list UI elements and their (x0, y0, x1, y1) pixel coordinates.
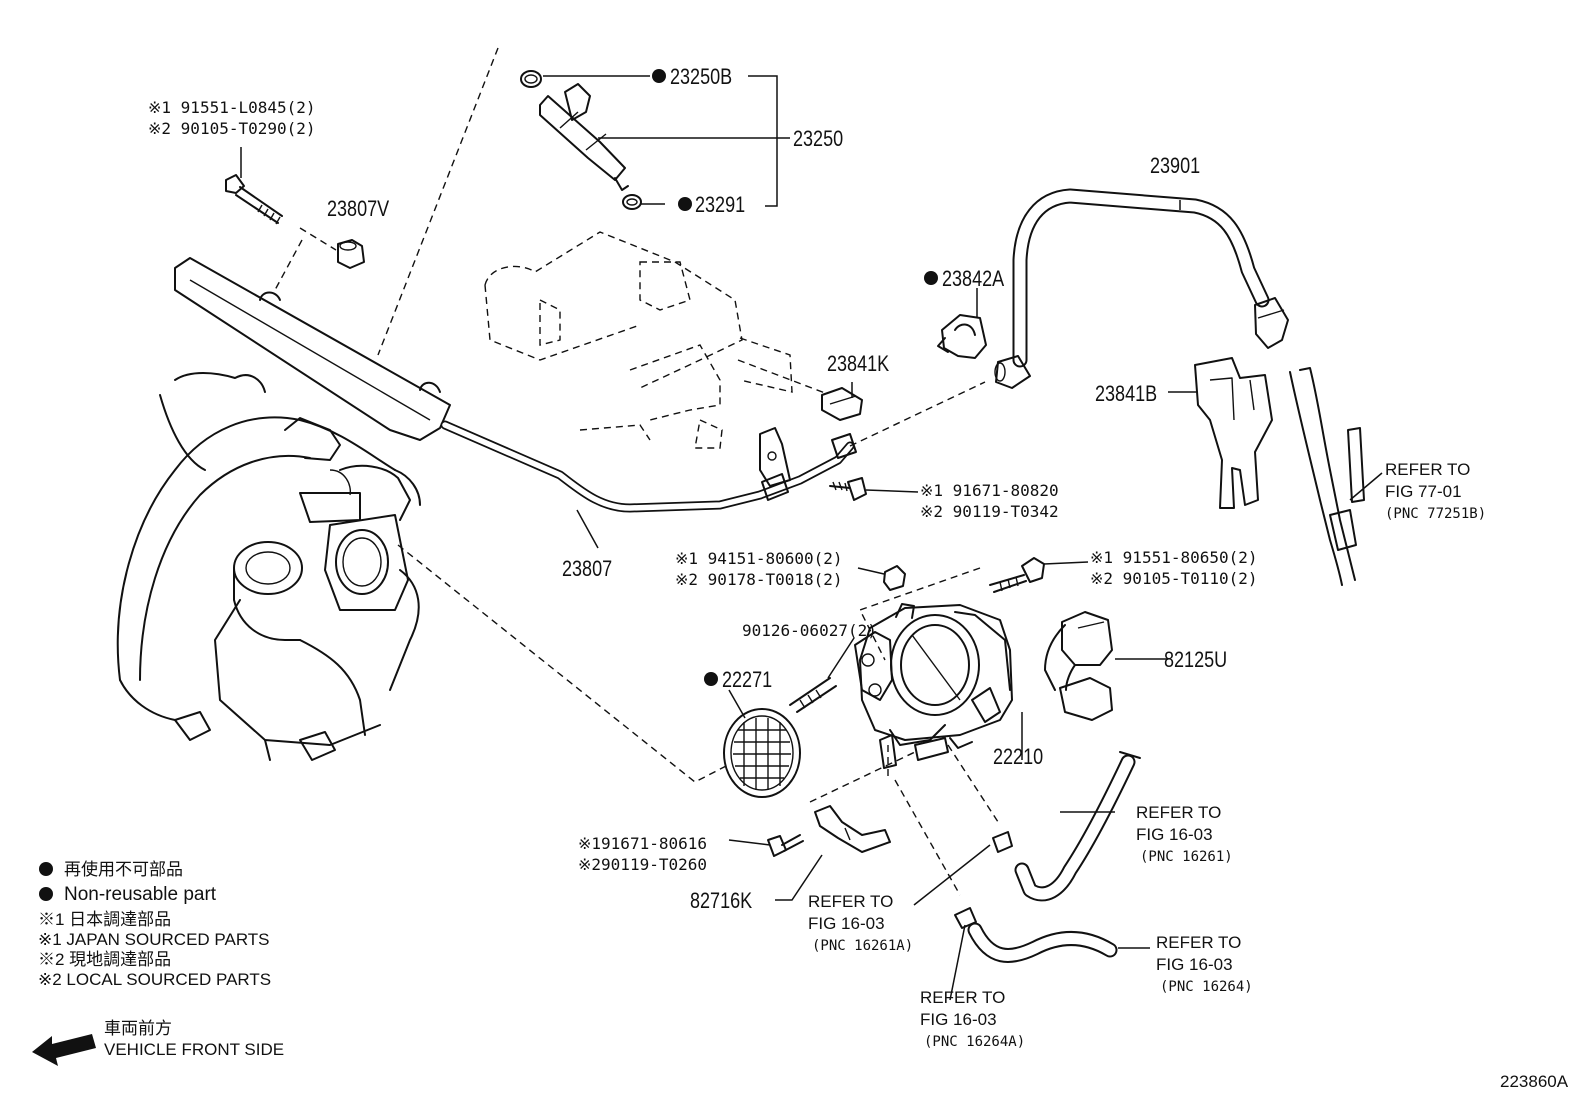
gasket-drawing (723, 708, 801, 798)
label-82716K: 82716K (690, 889, 753, 913)
part-90119-T0260: ※290119-T0260 (578, 855, 707, 874)
bolt-low-icon (767, 834, 804, 857)
legend-front-en: VEHICLE FRONT SIDE (104, 1040, 284, 1059)
label-23250B: 23250B (670, 65, 732, 89)
label-82125U: 82125U (1164, 648, 1227, 672)
part-91671-80616: ※191671-80616 (578, 834, 707, 853)
nut-icon (883, 565, 906, 591)
bolt-tb-icon (989, 557, 1045, 593)
bracket-23841B-drawing (1194, 357, 1273, 509)
label-23901: 23901 (1150, 154, 1200, 178)
label-23807V: 23807V (327, 197, 390, 221)
refer-line1: REFER TO (1385, 460, 1470, 479)
label-23841K: 23841K (827, 352, 890, 376)
refer-pnc: (PNC 16261A) (812, 938, 913, 954)
fuel-hose-23901-drawing (994, 188, 1289, 389)
legend-front-jp: 車両前方 (104, 1019, 172, 1038)
label-23250: 23250 (793, 127, 843, 151)
refer-pnc: (PNC 77251B) (1385, 506, 1486, 522)
legend-local-en: ※2 LOCAL SOURCED PARTS (38, 970, 271, 989)
throttle-body-drawing (854, 603, 1013, 769)
front-arrow-icon (32, 1034, 96, 1066)
part-91551-80650: ※1 91551-80650(2) (1090, 548, 1258, 567)
refer-line2: FIG 16-03 (1136, 825, 1213, 844)
legend-japan-jp: ※1 日本調達部品 (38, 910, 171, 929)
part-90105-T0110: ※2 90105-T0110(2) (1090, 569, 1258, 588)
part-90105-T0290: ※2 90105-T0290(2) (148, 119, 316, 138)
part-94151-80600: ※1 94151-80600(2) (675, 549, 843, 568)
refer-line1: REFER TO (1156, 933, 1241, 952)
collar-icon (337, 239, 365, 269)
label-22210: 22210 (993, 745, 1043, 769)
label-23807: 23807 (562, 557, 612, 581)
refer-block-16264: REFER TO FIG 16-03 (PNC 16264) (1156, 933, 1253, 995)
filled-dot-icon (704, 672, 718, 686)
stud-bolt-icon (789, 677, 837, 713)
label-90126: 90126-06027(2) (742, 621, 877, 640)
refer-block-16264A: REFER TO FIG 16-03 (PNC 16264A) (920, 988, 1025, 1050)
refer-line2: FIG 16-03 (920, 1010, 997, 1029)
label-23842A: 23842A (942, 267, 1005, 291)
refer-line2: FIG 77-01 (1385, 482, 1462, 501)
water-hoses-drawing (954, 751, 1141, 963)
fuel-injector-drawing (520, 70, 642, 210)
sub-part-numbers: ※1 91551-L0845(2) ※2 90105-T0290(2) ※1 9… (148, 98, 1258, 874)
refer-line2: FIG 16-03 (808, 914, 885, 933)
refer-line2: FIG 16-03 (1156, 955, 1233, 974)
legend-nonreusable-en: Non-reusable part (64, 884, 217, 905)
bolt-top-icon (225, 174, 283, 225)
filled-dot-icon (39, 862, 53, 876)
bolt-mid-icon (829, 477, 867, 501)
part-90119-T0342: ※2 90119-T0342 (920, 502, 1059, 521)
part-91551-L0845: ※1 91551-L0845(2) (148, 98, 316, 117)
filled-dot-icon (924, 271, 938, 285)
filled-dot-icon (678, 197, 692, 211)
part-91671-80820: ※1 91671-80820 (920, 481, 1059, 500)
refer-pnc: (PNC 16264) (1160, 979, 1253, 995)
refer-line1: REFER TO (808, 892, 893, 911)
refer-line1: REFER TO (920, 988, 1005, 1007)
refer-block-16261: REFER TO FIG 16-03 (PNC 16261) (1136, 803, 1233, 865)
label-22271: 22271 (722, 668, 772, 692)
refer-line1: REFER TO (1136, 803, 1221, 822)
filled-dot-icon (652, 69, 666, 83)
cylinder-head-outline (484, 231, 793, 487)
label-23841B: 23841B (1095, 382, 1157, 406)
fuel-delivery-pipe-drawing (174, 257, 857, 513)
refer-block-16261A: REFER TO FIG 16-03 (PNC 16261A) (808, 892, 913, 954)
refer-pnc: (PNC 16261) (1140, 849, 1233, 865)
label-23291: 23291 (695, 193, 745, 217)
diagram-id: 223860A (1500, 1072, 1569, 1091)
guide-lines (274, 47, 1001, 896)
leader-lines (240, 75, 1383, 1001)
clamp-23841K-drawing (821, 387, 863, 421)
filled-dot-icon (39, 887, 53, 901)
refer-pnc: (PNC 16264A) (924, 1034, 1025, 1050)
clamp-23842A-drawing (937, 314, 987, 359)
callout-labels: 23250B 23250 23291 23807V 23901 23842A 2… (327, 65, 1227, 913)
legend: 再使用不可部品 Non-reusable part ※1 日本調達部品 ※1 J… (32, 859, 284, 1066)
legend-japan-en: ※1 JAPAN SOURCED PARTS (38, 930, 270, 949)
intake-manifold-drawing (116, 372, 421, 761)
refer-block-77-01: REFER TO FIG 77-01 (PNC 77251B) (1385, 460, 1486, 522)
part-90178-T0018: ※2 90178-T0018(2) (675, 570, 843, 589)
wire-harness-82125U-drawing (1044, 611, 1113, 721)
fuel-line-77-01-drawing (1289, 367, 1365, 586)
legend-nonreusable-jp: 再使用不可部品 (64, 859, 183, 879)
legend-local-jp: ※2 現地調達部品 (38, 950, 171, 969)
bracket-82716K-drawing (814, 805, 891, 853)
